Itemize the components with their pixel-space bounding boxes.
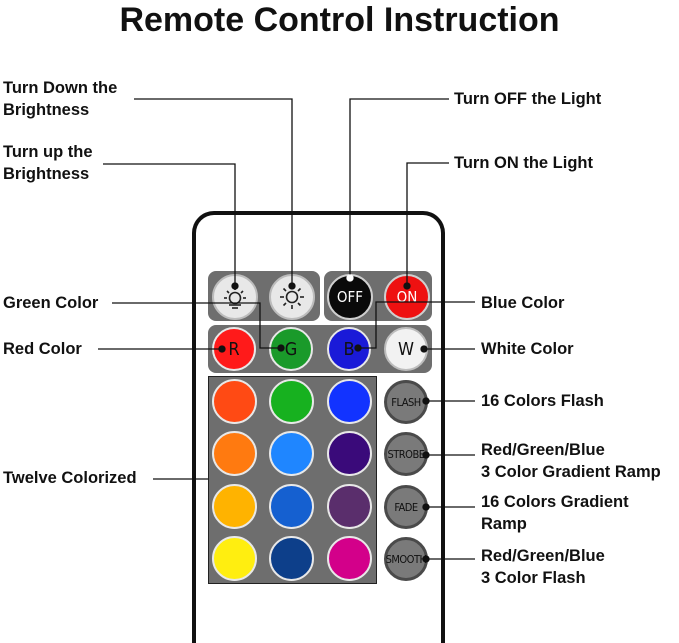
leader-line-off — [349, 98, 449, 276]
leader-line-turn-down — [134, 98, 293, 286]
color-button-orange[interactable] — [212, 431, 257, 476]
leader-dot — [422, 503, 430, 511]
sun-up-icon — [280, 285, 304, 309]
label-turn-up-brightness: Turn up the Brightness — [3, 141, 93, 185]
label-gradient-ramp: Red/Green/Blue 3 Color Gradient Ramp — [481, 439, 661, 483]
color-button-medium-blue[interactable] — [269, 484, 314, 529]
leader-dot — [422, 397, 430, 405]
leader-dot — [288, 282, 296, 290]
leader-dot — [403, 282, 411, 290]
leader-dot — [218, 345, 226, 353]
leader-dot — [420, 345, 428, 353]
label-16-colors-gradient: 16 Colors Gradient Ramp — [481, 491, 629, 535]
label-3-color-flash: Red/Green/Blue 3 Color Flash — [481, 545, 605, 589]
color-button-green[interactable] — [269, 379, 314, 424]
color-button-navy[interactable] — [269, 536, 314, 581]
label-line: Turn Down the — [3, 79, 118, 97]
label-red-color: Red Color — [3, 340, 82, 358]
page-title: Remote Control Instruction — [119, 1, 560, 39]
color-button-orange-red[interactable] — [212, 379, 257, 424]
leader-dot — [354, 344, 362, 352]
leader-dot — [422, 451, 430, 459]
color-button-indigo[interactable] — [327, 431, 372, 476]
label-line: Red/Green/Blue — [481, 441, 605, 459]
leader-dot — [422, 555, 430, 563]
label-blue-color: Blue Color — [481, 294, 565, 312]
label-white-color: White Color — [481, 340, 574, 358]
color-button-amber[interactable] — [212, 484, 257, 529]
label-turn-on: Turn ON the Light — [454, 154, 594, 172]
strobe-button[interactable]: STROBE — [384, 432, 428, 476]
leader-line-turn-up — [103, 163, 236, 286]
label-twelve-colorized: Twelve Colorized — [3, 469, 137, 487]
leader-dot — [346, 274, 354, 282]
color-button-blue[interactable] — [327, 379, 372, 424]
color-button-yellow[interactable] — [212, 536, 257, 581]
label-line: Brightness — [3, 101, 90, 119]
leader-dot — [231, 282, 239, 290]
smooth-button[interactable]: SMOOTH — [384, 537, 428, 581]
label-turn-down-brightness: Turn Down the Brightness — [3, 77, 117, 121]
leader-line-blue — [358, 301, 475, 349]
leader-line-green — [112, 302, 281, 349]
label-green-color: Green Color — [3, 294, 99, 312]
label-line: Turn up the — [3, 143, 93, 161]
label-line: Red/Green/Blue — [481, 547, 605, 565]
green-button[interactable]: G — [269, 327, 313, 371]
blue-button[interactable]: B — [327, 327, 371, 371]
leader-line-on — [406, 162, 449, 286]
off-button[interactable]: OFF — [327, 274, 373, 320]
color-button-sky-blue[interactable] — [269, 431, 314, 476]
label-turn-off: Turn OFF the Light — [454, 90, 602, 108]
label-line: 3 Color Flash — [481, 569, 586, 587]
label-line: Ramp — [481, 515, 527, 533]
leader-dot — [277, 344, 285, 352]
label-line: Brightness — [3, 165, 90, 183]
label-line: 16 Colors Gradient — [481, 493, 629, 511]
color-button-magenta[interactable] — [327, 536, 372, 581]
label-line: 3 Color Gradient Ramp — [481, 463, 661, 481]
label-16-colors-flash: 16 Colors Flash — [481, 392, 604, 410]
color-button-purple[interactable] — [327, 484, 372, 529]
